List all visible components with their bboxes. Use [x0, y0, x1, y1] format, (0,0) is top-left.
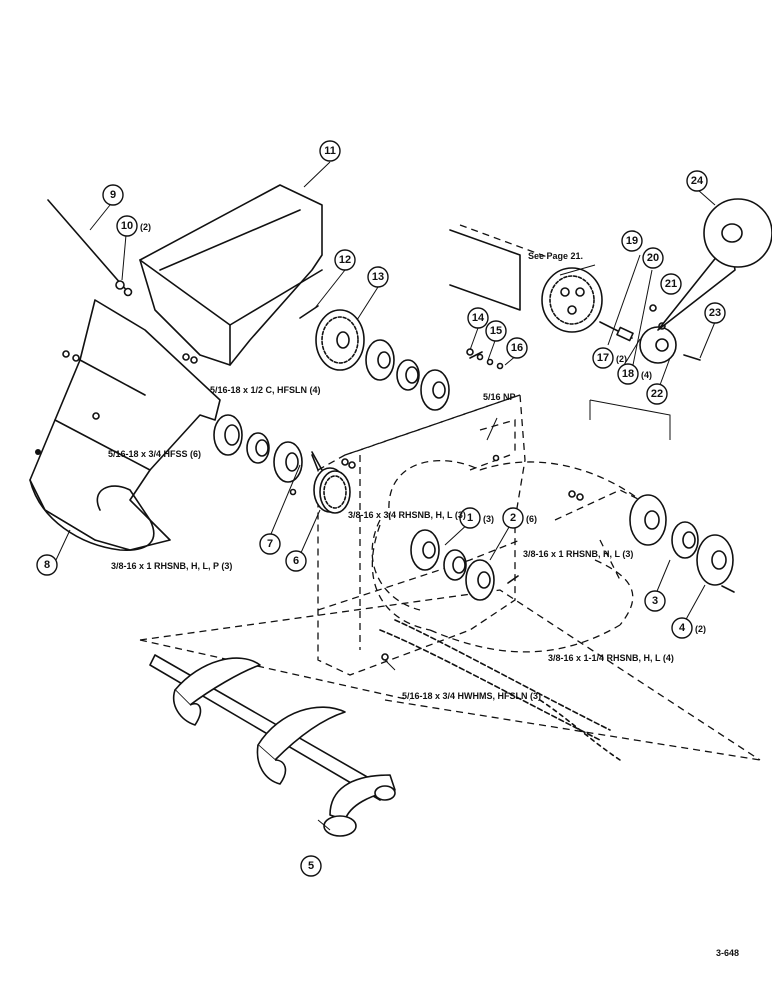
- callout-number: 22: [651, 388, 663, 400]
- callout-14: 14: [467, 307, 489, 329]
- disc-part-24: [703, 198, 772, 268]
- hardware-note: 5/16-18 x 1/2 C, HFSLN (4): [210, 385, 321, 395]
- hardware-note: 3/8-16 x 1 RHSNB, H, L, P (3): [111, 561, 232, 571]
- auger-housing: [317, 394, 526, 676]
- callout-quantity: (3): [483, 514, 494, 524]
- callout-number: 13: [372, 271, 384, 283]
- callout-number: 3: [652, 595, 658, 607]
- callout-number: 2: [510, 512, 516, 524]
- drive-chain: [379, 619, 621, 761]
- right-bearing-stack: [568, 490, 735, 593]
- callout-quantity: (6): [526, 514, 537, 524]
- auger: [149, 654, 396, 837]
- callout-5: 5: [300, 855, 322, 877]
- hardware-note: 3/8-16 x 3/4 RHSNB, H, L (3): [348, 510, 466, 520]
- callout-number: 21: [665, 278, 677, 290]
- callout-2: 2 (6): [502, 507, 537, 529]
- callout-quantity: (2): [616, 354, 627, 364]
- callout-number: 11: [324, 145, 336, 157]
- callout-quantity: (2): [695, 624, 706, 634]
- rod-part-9: [47, 199, 133, 297]
- trough-outline: [139, 589, 761, 761]
- callout-number: 14: [472, 312, 485, 324]
- callout-10: 10 (2): [116, 215, 151, 237]
- callout-number: 4: [679, 622, 686, 634]
- callout-number: 23: [709, 307, 721, 319]
- callout-16: 16: [506, 337, 528, 359]
- hardware-note: 5/16-18 x 3/4 HWHMS, HFSLN (3): [402, 691, 541, 701]
- callout-number: 7: [267, 538, 273, 550]
- callout-number: 10: [121, 220, 133, 232]
- callout-quantity: (2): [140, 222, 151, 232]
- callout-number: 18: [622, 368, 634, 380]
- callout-number: 15: [490, 325, 502, 337]
- callout-number: 19: [626, 235, 638, 247]
- callout-21: 21: [660, 273, 682, 295]
- callout-18: 18 (4): [617, 363, 652, 385]
- callout-7: 7: [259, 533, 281, 555]
- hardware-note: 5/16 NP: [483, 392, 516, 402]
- callout-8: 8: [36, 554, 58, 576]
- callout-20: 20: [642, 247, 664, 269]
- callout-number: 5: [308, 860, 314, 872]
- callout-number: 12: [339, 254, 351, 266]
- callout-24: 24: [686, 170, 708, 192]
- leader-lines: [55, 161, 716, 831]
- callout-number: 16: [511, 342, 523, 354]
- callout-number: 6: [293, 555, 299, 567]
- top-shield: [139, 184, 323, 366]
- hardware-note: 3/8-16 x 1 RHSNB, H, L (3): [523, 549, 633, 559]
- hardware-note: 3/8-16 x 1-1/4 RHSNB, H, L (4): [548, 653, 674, 663]
- cross-reference-note: See Page 21.: [528, 251, 583, 261]
- callout-number: 24: [691, 175, 704, 187]
- callout-11: 11: [319, 140, 341, 162]
- drum-shell: [371, 459, 641, 653]
- side-shield: [29, 299, 221, 551]
- callout-4: 4 (2): [671, 617, 706, 639]
- small-fasteners: [35, 348, 504, 661]
- callout-19: 19: [621, 230, 643, 252]
- callout-13: 13: [367, 266, 389, 288]
- callout-number: 20: [647, 252, 659, 264]
- callout-12: 12: [334, 249, 356, 271]
- hardware-note: 5/16-18 x 3/4 HFSS (6): [108, 449, 201, 459]
- callout-number: 8: [44, 559, 50, 571]
- callout-number: 1: [467, 512, 473, 524]
- upper-sprocket-stack: [299, 305, 450, 411]
- callout-3: 3: [644, 590, 666, 612]
- center-bearing-stack: [410, 529, 519, 601]
- callout-17: 17 (2): [592, 347, 627, 369]
- callout-1: 1 (3): [459, 507, 494, 529]
- figure-reference: 3-648: [716, 948, 739, 958]
- callout-number: 9: [110, 189, 116, 201]
- callout-15: 15: [485, 320, 507, 342]
- callout-6: 6: [285, 550, 307, 572]
- callout-number: 17: [597, 352, 609, 364]
- shaft-assembly: [599, 239, 736, 364]
- reference-panel: [449, 224, 671, 440]
- callout-quantity: (4): [641, 370, 652, 380]
- callout-23: 23: [704, 302, 726, 324]
- lower-sprocket: [311, 454, 351, 514]
- callout-22: 22: [646, 383, 668, 405]
- callout-9: 9: [102, 184, 124, 206]
